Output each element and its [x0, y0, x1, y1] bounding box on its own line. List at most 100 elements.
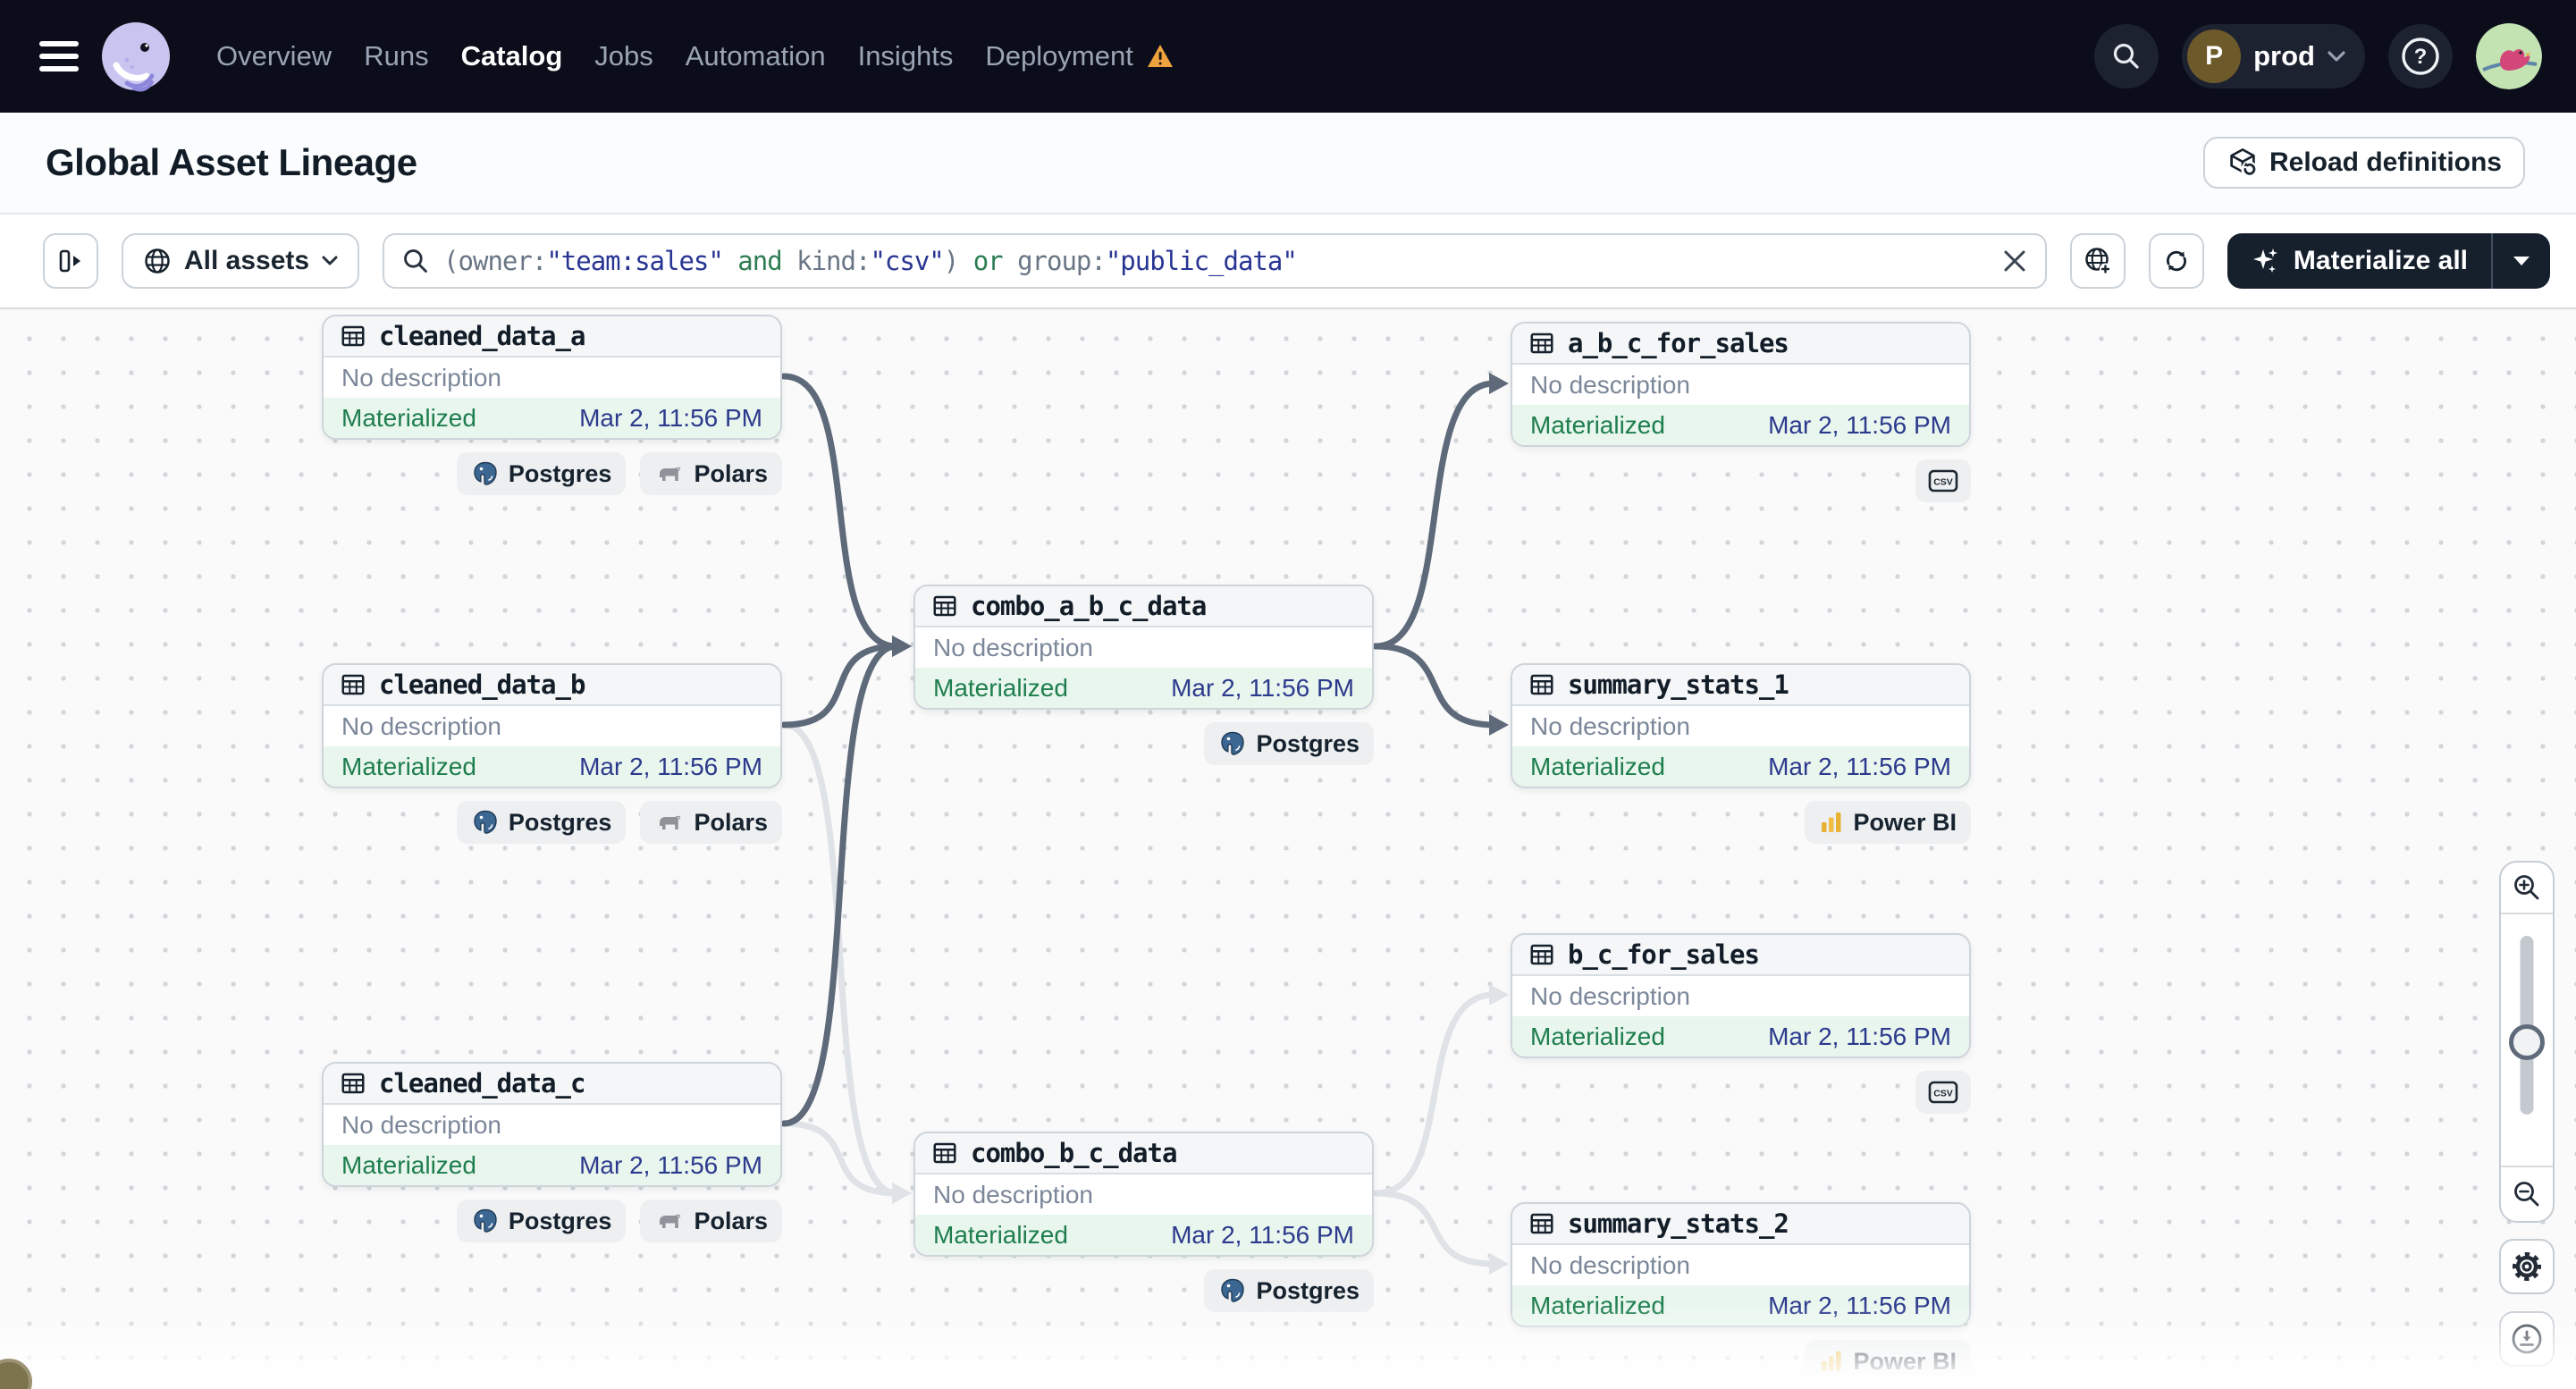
csv-icon: CSV [1928, 469, 1958, 492]
asset-search-input[interactable]: (owner:"team:sales" and kind:"csv") or g… [383, 233, 2047, 289]
graph-settings-button[interactable] [2499, 1239, 2555, 1294]
asset-description: No description [341, 711, 501, 740]
search-icon [2114, 43, 2139, 69]
asset-scope-dropdown[interactable]: All assets [122, 233, 360, 289]
asset-description: No description [933, 1180, 1093, 1208]
lineage-edge [780, 1120, 900, 1197]
kind-tag-label: Postgres [508, 459, 612, 487]
materialize-all-label: Materialize all [2293, 246, 2468, 275]
materialize-options-button[interactable] [2493, 233, 2550, 289]
kind-tag-postgres[interactable]: Postgres [1204, 1269, 1374, 1312]
asset-timestamp[interactable]: Mar 2, 11:56 PM [1768, 410, 1951, 439]
asset-status-row: Materialized Mar 2, 11:56 PM [324, 398, 780, 438]
nav-item-deployment[interactable]: Deployment [985, 40, 1174, 72]
asset-name: combo_a_b_c_data [971, 591, 1207, 621]
download-graph-button[interactable] [2499, 1311, 2555, 1367]
kind-tag-csv[interactable]: CSV [1915, 1071, 1971, 1114]
kind-tag-postgres[interactable]: Postgres [456, 1200, 627, 1242]
open-panel-button[interactable] [43, 233, 98, 289]
nav-item-automation[interactable]: Automation [685, 40, 826, 72]
table-icon [931, 593, 958, 619]
nav-item-catalog[interactable]: Catalog [460, 40, 563, 72]
close-icon[interactable] [2002, 248, 2027, 274]
asset-node-header: cleaned_data_c [324, 1064, 780, 1105]
search-button[interactable] [2094, 24, 2159, 88]
zoom-slider[interactable] [2501, 914, 2553, 1166]
menu-icon[interactable] [39, 41, 79, 72]
filter-globe-button[interactable] [2069, 233, 2126, 289]
dagster-logo[interactable] [100, 21, 172, 92]
postgres-icon [471, 1207, 500, 1235]
table-icon [340, 671, 366, 698]
asset-description: No description [933, 633, 1093, 661]
kind-tag-label: Polars [694, 459, 768, 487]
asset-timestamp[interactable]: Mar 2, 11:56 PM [579, 1150, 762, 1179]
top-nav: Overview Runs Catalog Jobs Automation In… [0, 0, 2576, 113]
kind-tag-powerbi[interactable]: Power BI [1805, 801, 1971, 844]
asset-timestamp[interactable]: Mar 2, 11:56 PM [579, 752, 762, 780]
lineage-edge [1372, 991, 1497, 1197]
kind-tag-polars[interactable]: Polars [640, 452, 782, 495]
zoom-in-icon [2514, 875, 2539, 900]
svg-text:CSV: CSV [1933, 1089, 1953, 1099]
zoom-in-button[interactable] [2501, 863, 2553, 913]
polars-icon [654, 812, 685, 833]
asset-status: Materialized [1530, 1022, 1665, 1050]
asset-timestamp[interactable]: Mar 2, 11:56 PM [579, 403, 762, 432]
reload-definitions-button[interactable]: Reload definitions [2202, 137, 2525, 189]
table-icon [1528, 671, 1555, 698]
edge-arrowhead [1489, 984, 1509, 1006]
kind-tag-postgres[interactable]: Postgres [1204, 722, 1374, 765]
asset-timestamp[interactable]: Mar 2, 11:56 PM [1768, 1022, 1951, 1050]
asset-scope-label: All assets [184, 246, 310, 275]
help-button[interactable]: ? [2388, 24, 2453, 88]
kind-tag-postgres[interactable]: Postgres [456, 801, 627, 844]
kind-tag-postgres[interactable]: Postgres [456, 452, 627, 495]
materialize-all-main[interactable]: Materialize all [2227, 233, 2491, 289]
deployment-switcher[interactable]: P prod [2182, 24, 2365, 88]
powerbi-icon [1819, 810, 1844, 835]
asset-node-header: a_b_c_for_sales [1512, 324, 1969, 365]
divider [2501, 1166, 2553, 1167]
refresh-button[interactable] [2148, 233, 2204, 289]
kind-tag-label: Polars [694, 1207, 768, 1234]
asset-timestamp[interactable]: Mar 2, 11:56 PM [1171, 673, 1354, 702]
kind-tag-powerbi[interactable]: Power BI [1805, 1340, 1971, 1383]
asset-name: cleaned_data_c [379, 1068, 585, 1099]
zoom-out-button[interactable] [2501, 1167, 2553, 1221]
panel-toggle-icon [59, 249, 80, 273]
kind-tag-polars[interactable]: Polars [640, 801, 782, 844]
table-icon [931, 1140, 958, 1166]
asset-name: summary_stats_2 [1568, 1208, 1789, 1239]
kind-tag-csv[interactable]: CSV [1915, 459, 1971, 502]
asset-timestamp[interactable]: Mar 2, 11:56 PM [1768, 752, 1951, 780]
asset-timestamp[interactable]: Mar 2, 11:56 PM [1768, 1291, 1951, 1319]
kind-tag-polars[interactable]: Polars [640, 1200, 782, 1242]
lineage-edge [1372, 1190, 1497, 1267]
asset-timestamp[interactable]: Mar 2, 11:56 PM [1171, 1220, 1354, 1249]
materialize-all-button[interactable]: Materialize all [2227, 233, 2550, 289]
nav-item-jobs[interactable]: Jobs [594, 40, 653, 72]
deployment-badge: P [2187, 29, 2242, 83]
nav-item-runs[interactable]: Runs [364, 40, 429, 72]
asset-status: Materialized [341, 403, 476, 432]
nav-item-overview[interactable]: Overview [216, 40, 333, 72]
nav-item-insights[interactable]: Insights [857, 40, 954, 72]
postgres-icon [1218, 729, 1247, 758]
zoom-slider-thumb[interactable] [2509, 1024, 2545, 1060]
asset-node-header: cleaned_data_b [324, 665, 780, 706]
user-avatar[interactable] [2476, 23, 2542, 89]
